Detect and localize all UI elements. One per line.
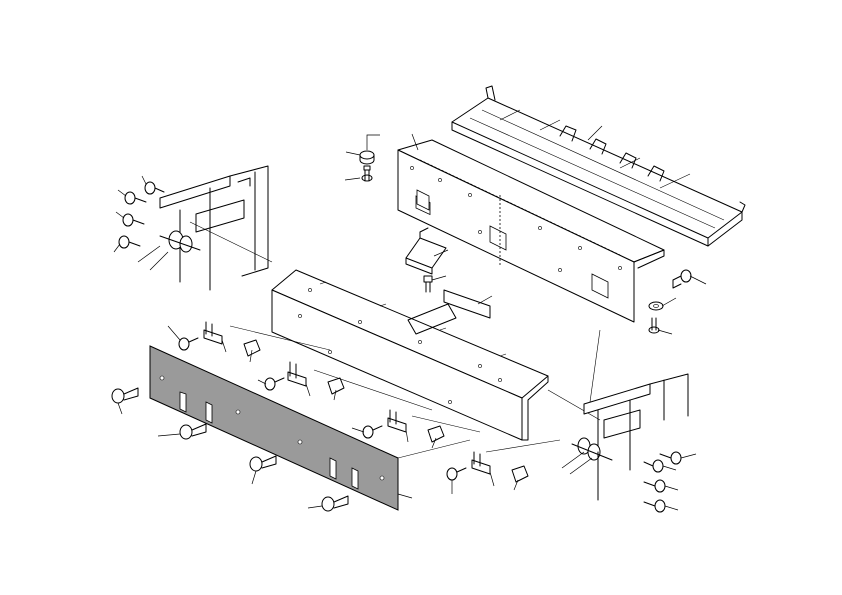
- mounting-bracket: [405, 227, 447, 275]
- front-plate-screws: [111, 387, 349, 512]
- assembly-line-4: [485, 439, 561, 453]
- center-frame: [271, 269, 549, 441]
- leader-s2: [257, 379, 337, 401]
- leader-screw-right-lower: [657, 329, 673, 335]
- assembly-line-6: [589, 329, 601, 403]
- leader-right-6: [569, 457, 593, 475]
- leader-bushing-right: [661, 297, 677, 307]
- leader-s4: [451, 471, 519, 494]
- screw-right-lower: [648, 317, 660, 334]
- sensor-set-1: [178, 321, 261, 357]
- leader-screw-top: [344, 177, 361, 181]
- front-cover-plate: [149, 345, 399, 511]
- leader-left-6: [149, 251, 169, 271]
- leader-bracket: [433, 249, 449, 257]
- screw-top: [361, 165, 373, 182]
- leader-s3: [351, 427, 437, 449]
- left-shaft-assembly: [159, 230, 201, 253]
- leader-left-5: [137, 245, 161, 263]
- leader-screw-right-upper: [689, 275, 707, 285]
- assembly-line-7: [547, 389, 601, 421]
- leader-rear-frame: [411, 133, 419, 151]
- leader-left-3: [115, 211, 125, 219]
- leader-label: [477, 295, 493, 305]
- leader-bushing-top: [345, 151, 361, 156]
- leader-right-3: [664, 485, 679, 491]
- upper-guide-plate: [451, 85, 746, 247]
- leader-left-1: [141, 175, 147, 185]
- right-side-frame: [583, 373, 689, 495]
- bushing-top: [359, 150, 375, 165]
- sensor-set-4: [446, 451, 529, 483]
- screws-left: [118, 181, 165, 249]
- screw-right-upper: [672, 269, 692, 289]
- right-shaft-assembly: [571, 437, 613, 501]
- leader-fp-screw-2: [157, 433, 181, 437]
- leader-fp-screw-3: [251, 470, 257, 485]
- leader-s1: [167, 325, 253, 363]
- leader-upper-guide: [587, 125, 603, 141]
- sensor-set-2: [264, 361, 345, 395]
- screws-right: [643, 451, 682, 513]
- bushing-right: [648, 301, 664, 311]
- leader-right-2: [662, 465, 677, 471]
- assembly-line-3: [411, 415, 481, 433]
- sensor-set-3: [362, 409, 445, 443]
- assembly-line-1: [229, 325, 331, 351]
- left-side-frame: [159, 165, 269, 291]
- leader-right-1: [680, 453, 697, 459]
- leader-fp-screw-4: [307, 505, 323, 509]
- leader-right-5: [561, 451, 585, 469]
- leader-left-2: [117, 189, 127, 197]
- leader-left-4: [113, 243, 121, 253]
- assembly-line-left: [189, 221, 273, 263]
- label-plate: [443, 289, 491, 319]
- assembly-line-2: [313, 369, 433, 411]
- leader-right-4: [664, 505, 679, 511]
- leader-front-plate: [397, 493, 413, 499]
- leader-screw-mid: [431, 275, 447, 281]
- leader-fp-screw-1: [117, 402, 123, 415]
- rear-frame: [397, 139, 665, 323]
- screw-mid: [423, 275, 433, 293]
- assembly-line-5: [397, 439, 471, 459]
- leader-bushing-link: [366, 134, 380, 150]
